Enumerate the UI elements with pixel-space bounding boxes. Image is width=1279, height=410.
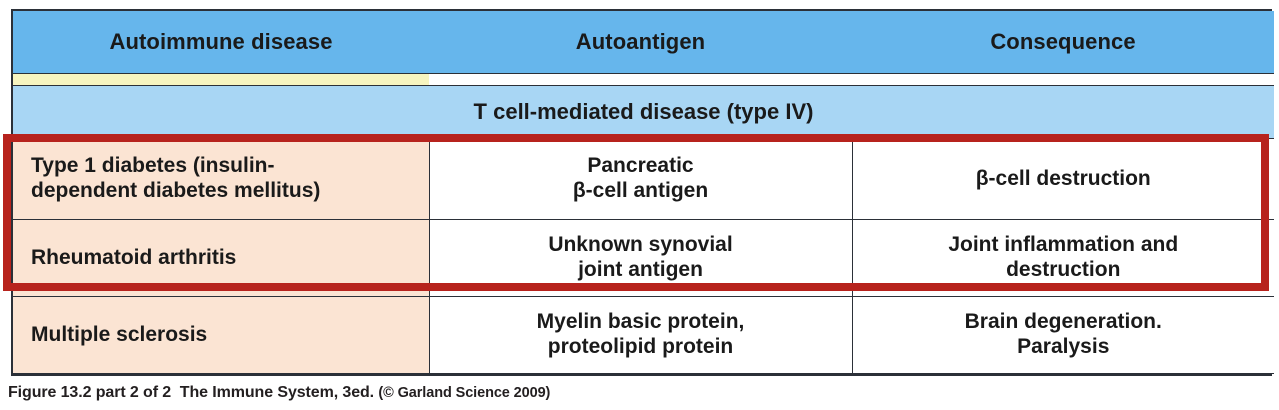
cell-autoantigen-line2: β-cell antigen <box>572 179 709 202</box>
cell-consequence-line2: destruction <box>1006 258 1121 281</box>
cell-autoantigen-line2: joint antigen <box>578 258 703 281</box>
yellow-separator-strip <box>13 73 429 86</box>
column-header-autoantigen: Autoantigen <box>429 11 852 74</box>
cell-autoantigen: Myelin basic protein, proteolipid protei… <box>428 296 853 374</box>
section-band-label: T cell-mediated disease (type IV) <box>13 85 1274 139</box>
cell-autoantigen-line1: Unknown synovial <box>548 233 733 257</box>
cell-autoantigen-line1: Myelin basic protein, <box>536 310 745 334</box>
cell-disease: Rheumatoid arthritis <box>13 219 430 297</box>
caption-copyright: (© Garland Science 2009) <box>378 385 551 401</box>
cell-consequence: Brain degeneration. Paralysis <box>851 296 1274 374</box>
cell-consequence: β-cell destruction <box>851 138 1274 220</box>
cell-autoantigen-line1: Pancreatic <box>587 154 694 178</box>
table: Autoimmune disease Autoantigen Consequen… <box>13 11 1274 374</box>
separator-gap-3 <box>852 73 1274 86</box>
cell-consequence-line1: Joint inflammation and <box>948 233 1179 257</box>
cell-disease: Type 1 diabetes (insulin- dependent diab… <box>13 138 430 220</box>
cell-disease-line1: Type 1 diabetes (insulin- <box>31 154 275 178</box>
autoimmune-disease-table: Autoimmune disease Autoantigen Consequen… <box>11 9 1274 376</box>
cell-disease-line1: Rheumatoid arthritis <box>31 245 237 269</box>
cell-consequence-line1: Brain degeneration. <box>964 310 1162 334</box>
figure-caption: Figure 13.2 part 2 of 2 The Immune Syste… <box>8 384 550 402</box>
cell-autoantigen: Unknown synovial joint antigen <box>428 219 853 297</box>
cell-consequence-line1: β-cell destruction <box>975 166 1151 190</box>
cell-autoantigen: Pancreatic β-cell antigen <box>428 138 853 220</box>
column-header-autoimmune-disease: Autoimmune disease <box>13 11 429 74</box>
separator-gap-2 <box>429 73 852 86</box>
table-row: Multiple sclerosis Myelin basic protein,… <box>13 296 1274 374</box>
table-header-row: Autoimmune disease Autoantigen Consequen… <box>13 11 1274 74</box>
cell-disease-line1: Multiple sclerosis <box>31 322 208 346</box>
header-separator-strip-row <box>13 73 1274 86</box>
cell-autoantigen-line2: proteolipid protein <box>547 335 734 358</box>
cell-consequence: Joint inflammation and destruction <box>851 219 1274 297</box>
caption-source: The Immune System, 3ed. <box>179 384 375 401</box>
section-band-row: T cell-mediated disease (type IV) <box>13 85 1274 139</box>
cell-consequence-line2: Paralysis <box>1017 335 1110 358</box>
caption-figure-number: Figure 13.2 part 2 of 2 <box>8 384 172 401</box>
column-header-consequence: Consequence <box>852 11 1274 74</box>
cell-disease-line2: dependent diabetes mellitus) <box>31 179 321 202</box>
cell-disease: Multiple sclerosis <box>13 296 430 374</box>
table-row: Rheumatoid arthritis Unknown synovial jo… <box>13 219 1274 297</box>
table-row: Type 1 diabetes (insulin- dependent diab… <box>13 138 1274 220</box>
